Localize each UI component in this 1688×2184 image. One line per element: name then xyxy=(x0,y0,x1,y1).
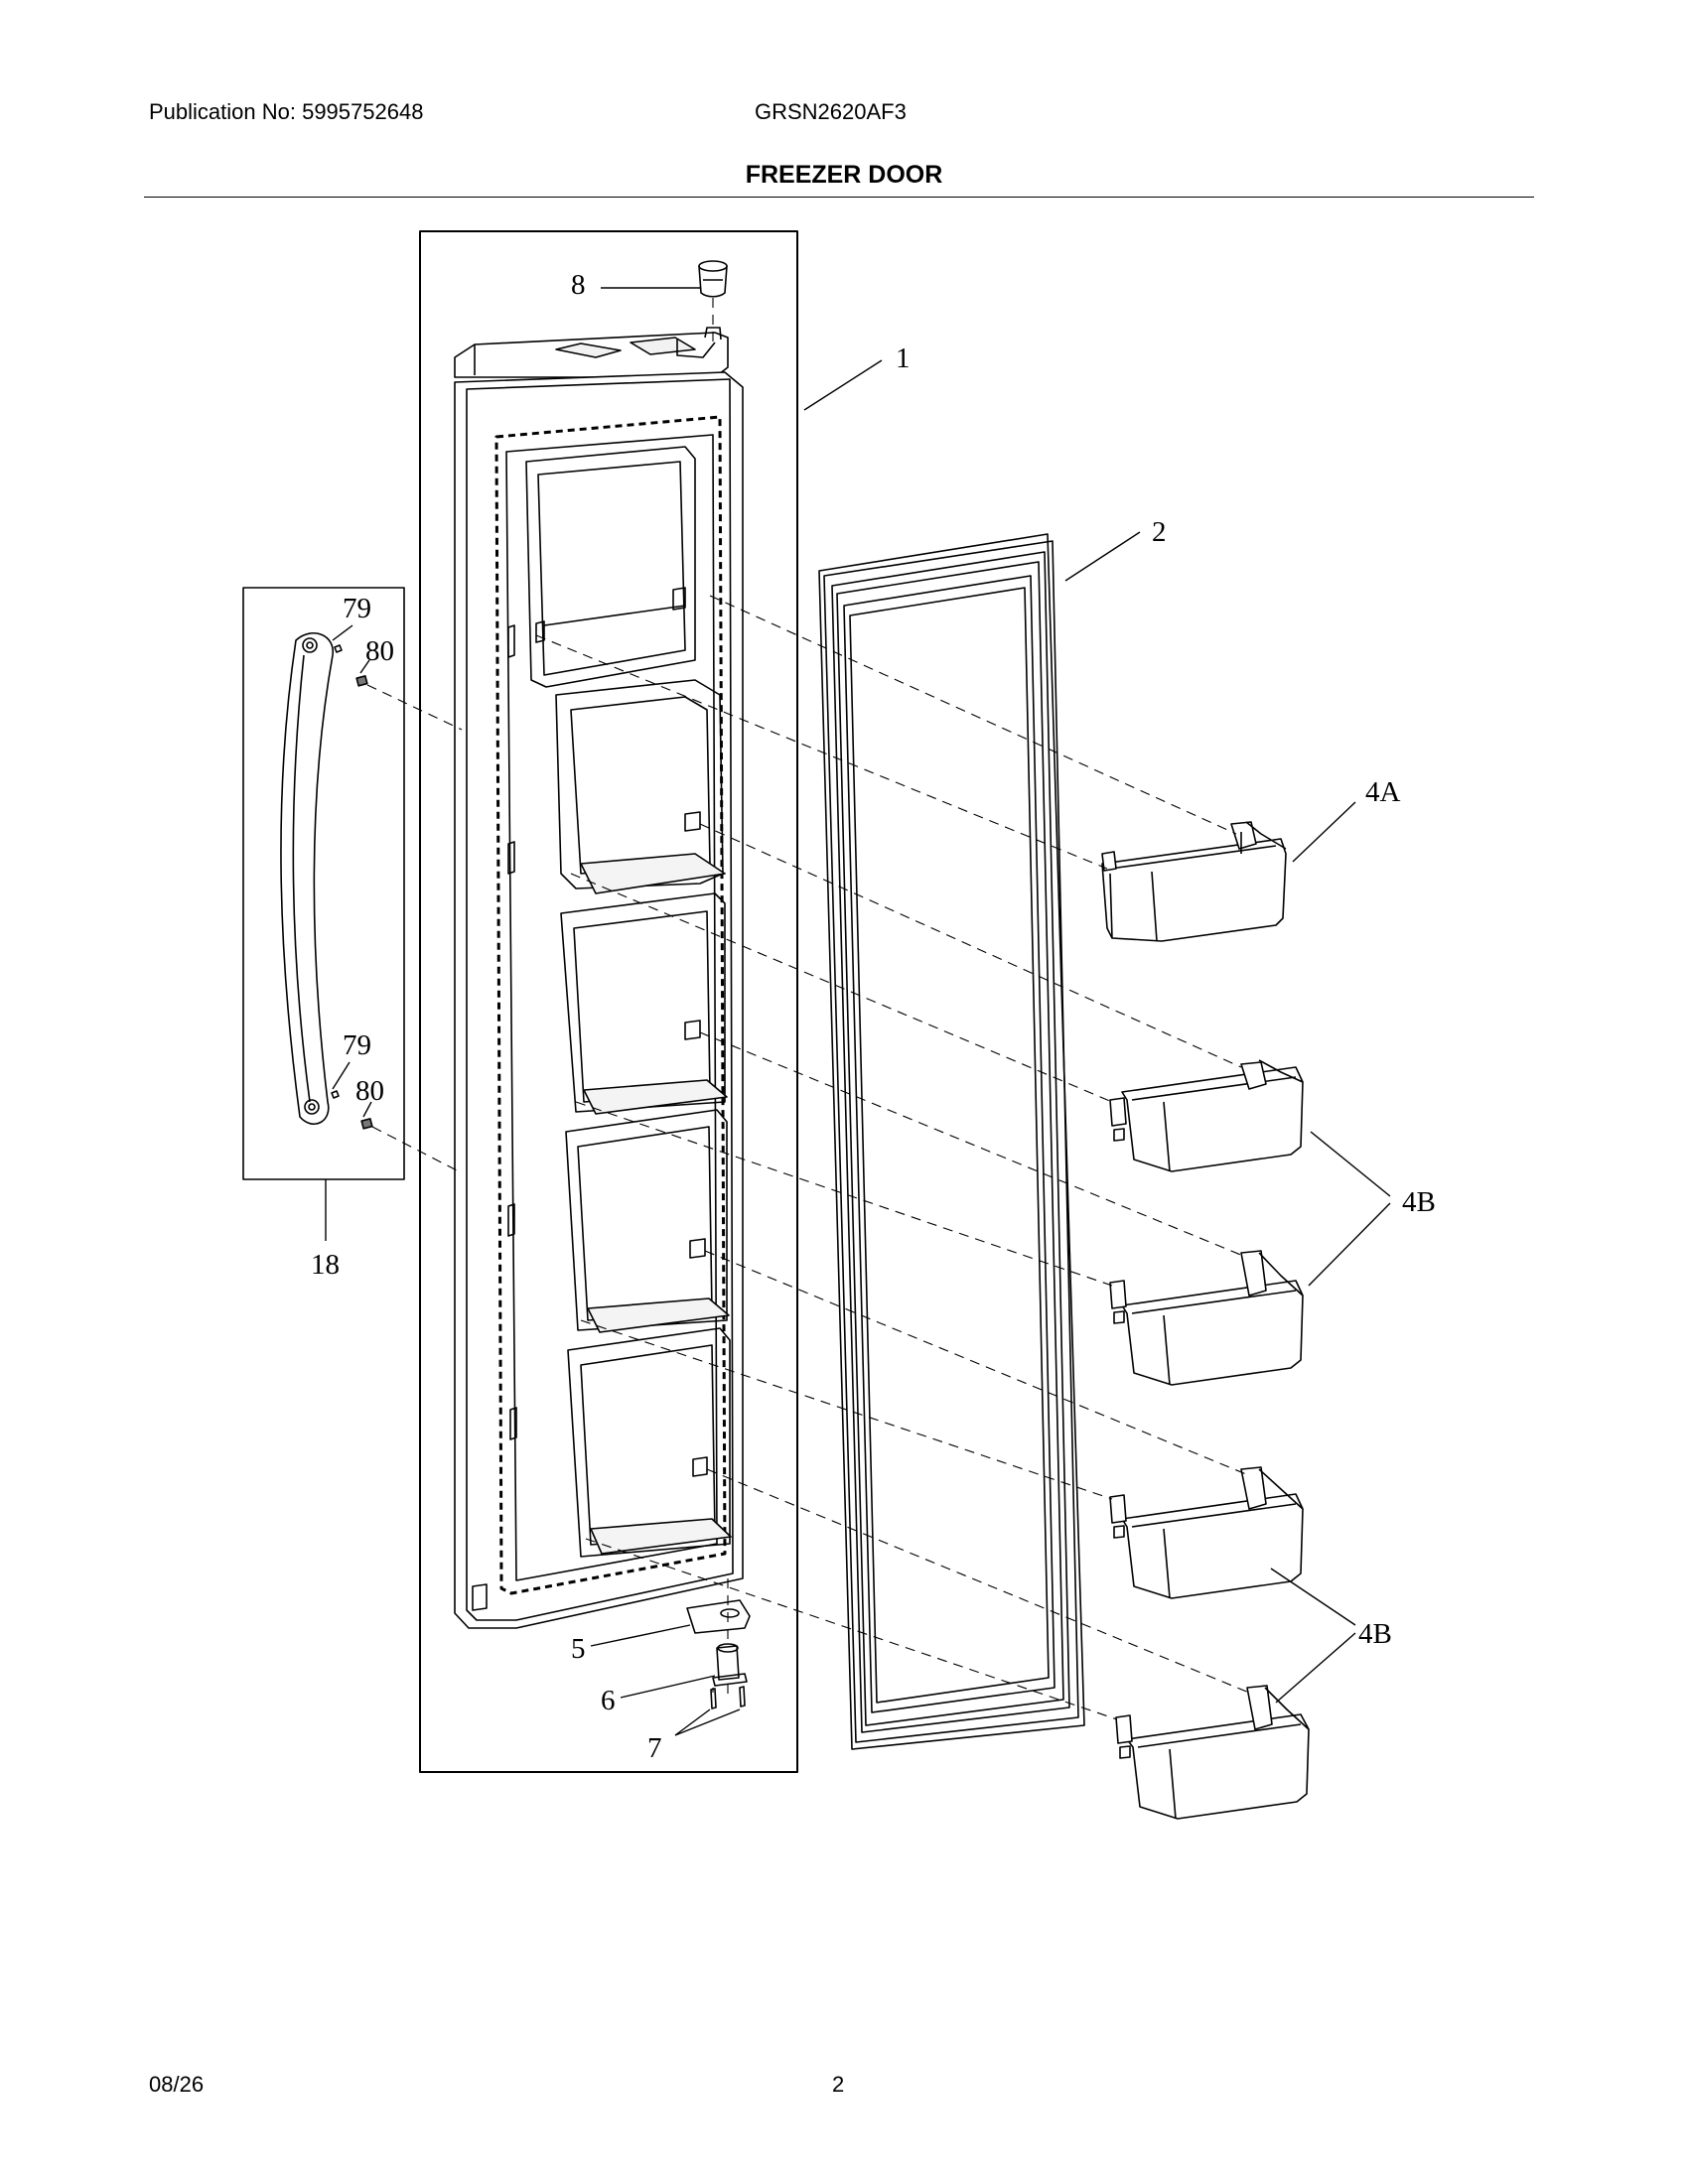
callout-79-bottom: 79 xyxy=(343,1029,371,1061)
door-gasket xyxy=(818,533,1085,1750)
callout-5: 5 xyxy=(571,1633,586,1665)
revision-date: 08/26 xyxy=(149,2072,205,2097)
top-hinge-bushing xyxy=(698,260,728,298)
header-divider xyxy=(144,197,1534,198)
callout-6: 6 xyxy=(601,1685,616,1716)
door-bin-4b-2 xyxy=(1109,1250,1304,1386)
callout-79-top: 79 xyxy=(343,593,371,624)
door-handle xyxy=(280,631,373,1130)
door-liner xyxy=(454,327,744,1629)
callout-4a: 4A xyxy=(1365,776,1401,808)
callout-18: 18 xyxy=(311,1249,340,1281)
leader-lines xyxy=(325,287,1391,1736)
model-number: GRSN2620AF3 xyxy=(755,99,907,124)
callout-7: 7 xyxy=(647,1732,662,1764)
page-title: FREEZER DOOR xyxy=(745,161,943,189)
callout-80-top: 80 xyxy=(365,635,394,667)
handle-assembly-frame xyxy=(242,587,405,1180)
door-assembly-frame xyxy=(419,230,798,1773)
projection-lines xyxy=(366,298,1250,1720)
door-bin-4b-3 xyxy=(1109,1466,1304,1599)
publication-number: Publication No: 5995752648 xyxy=(149,99,424,124)
bottom-hinge-parts xyxy=(686,1599,751,1709)
door-bin-4b-4 xyxy=(1115,1685,1310,1820)
callout-2: 2 xyxy=(1152,516,1167,548)
callout-80-bottom: 80 xyxy=(355,1075,384,1107)
callout-4b-upper: 4B xyxy=(1402,1186,1436,1218)
callout-1: 1 xyxy=(896,342,911,374)
callout-8: 8 xyxy=(571,269,586,301)
door-bin-4b-1 xyxy=(1109,1059,1304,1172)
callout-4b-lower: 4B xyxy=(1358,1618,1392,1650)
door-bin-4a xyxy=(1101,821,1287,942)
page-number: 2 xyxy=(832,2072,845,2097)
